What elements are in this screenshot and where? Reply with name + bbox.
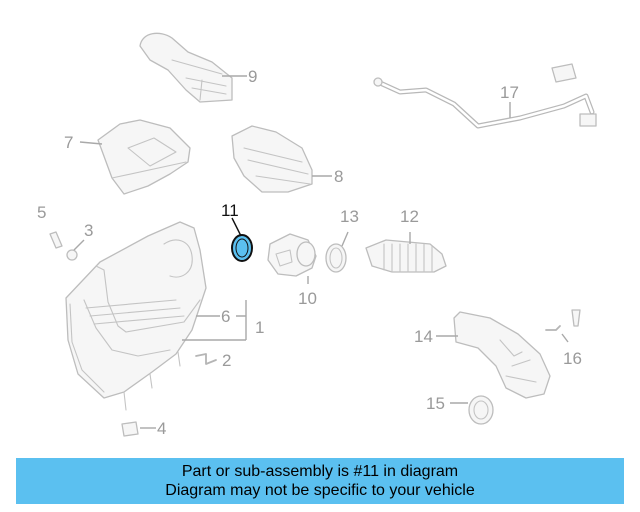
part-3-grommet[interactable]: [66, 249, 78, 261]
callout-17[interactable]: 17: [500, 83, 519, 102]
part-10-air-mass-meter[interactable]: [267, 233, 317, 277]
callout-15[interactable]: 15: [426, 394, 445, 413]
callout-7[interactable]: 7: [64, 133, 73, 152]
callout-6[interactable]: 6: [221, 307, 230, 326]
part-12-intake-boot[interactable]: [365, 239, 447, 273]
banner-line-1: Part or sub-assembly is #11 in diagram: [181, 463, 459, 480]
part-1-air-filter-housing[interactable]: [65, 221, 207, 411]
info-banner: Part or sub-assembly is #11 in diagram D…: [16, 458, 624, 504]
leader-11: [231, 217, 242, 237]
callout-12[interactable]: 12: [400, 207, 419, 226]
callout-2[interactable]: 2: [222, 351, 231, 370]
banner-line-2: Diagram may not be specific to your vehi…: [165, 482, 475, 499]
part-9-intake-duct[interactable]: [139, 32, 233, 103]
part-14-intake-pipe[interactable]: [453, 311, 551, 399]
part-15-gasket[interactable]: [468, 395, 494, 425]
leader-1-bracket: [182, 300, 247, 341]
part-7-filter-cover[interactable]: [97, 119, 191, 195]
callout-9[interactable]: 9: [248, 67, 257, 86]
leader-16: [561, 333, 569, 343]
part-17-breather-hose[interactable]: [373, 63, 597, 129]
part-6-filter-element[interactable]: [85, 299, 185, 325]
leader-3: [73, 239, 85, 251]
callout-4[interactable]: 4: [157, 419, 166, 438]
parts-diagram: 9 7 8 17 5 3 6 1: [37, 32, 597, 438]
leader-7: [79, 141, 103, 145]
part-4-mount[interactable]: [121, 421, 139, 437]
callout-1[interactable]: 1: [255, 318, 264, 337]
part-8-air-guide[interactable]: [231, 125, 313, 193]
callout-5[interactable]: 5: [37, 203, 46, 222]
callout-14[interactable]: 14: [414, 327, 433, 346]
callout-11[interactable]: 11: [221, 201, 239, 220]
callout-16[interactable]: 16: [563, 349, 582, 368]
callout-3[interactable]: 3: [84, 221, 93, 240]
part-5-bolt[interactable]: [49, 231, 63, 249]
part-11-seal-ring[interactable]: [231, 234, 253, 262]
callout-10[interactable]: 10: [298, 289, 317, 308]
leader-13: [341, 231, 349, 247]
part-16-fasteners[interactable]: [545, 309, 581, 331]
part-13-hose-clamp[interactable]: [325, 243, 347, 273]
part-2-clip[interactable]: [195, 353, 217, 365]
callout-13[interactable]: 13: [340, 207, 359, 226]
callout-8[interactable]: 8: [334, 167, 343, 186]
